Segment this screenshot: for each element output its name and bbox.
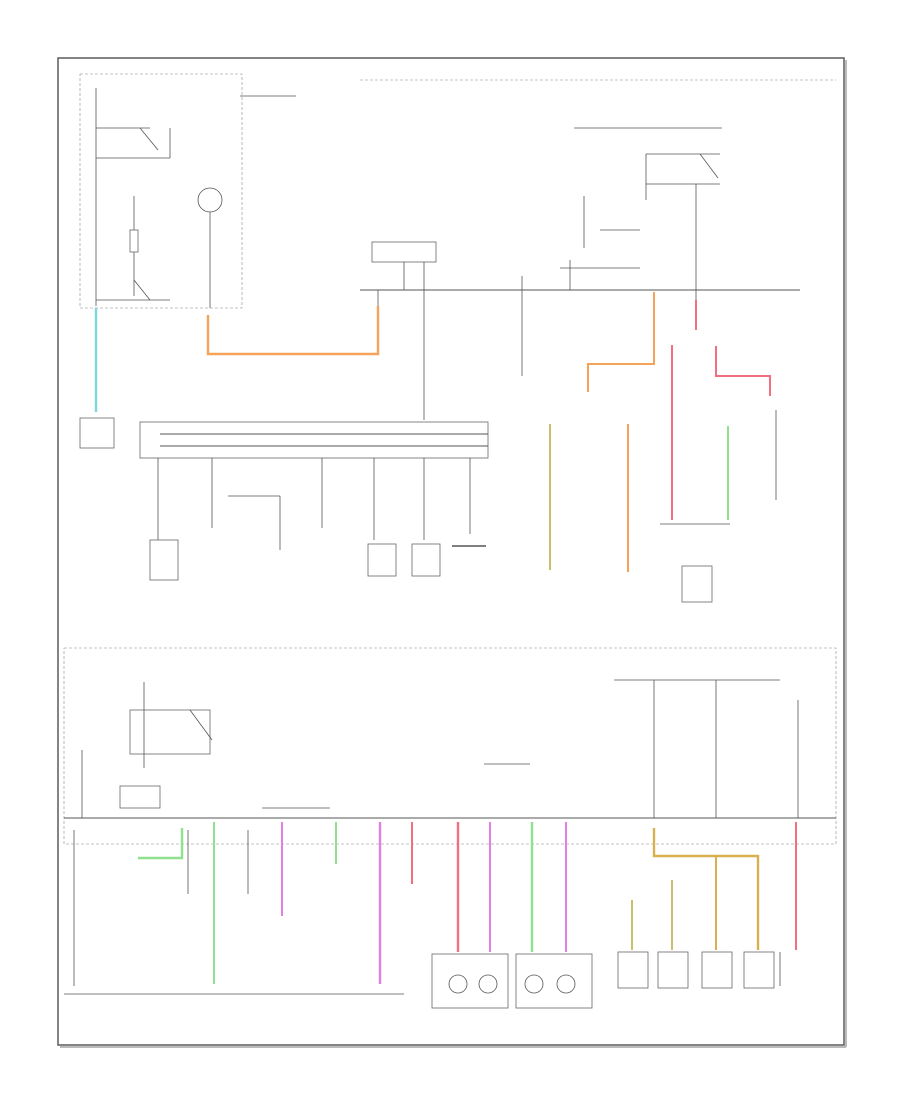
- left-headlight-box: [431, 953, 509, 1009]
- component-box-4: [617, 951, 649, 989]
- wire-red-3: [715, 346, 771, 396]
- battery-box: [79, 417, 115, 449]
- upper-right-relay: [574, 127, 722, 300]
- wire-tan-1: [652, 828, 760, 950]
- component-box-1: [149, 539, 179, 581]
- component-box-5: [657, 951, 689, 989]
- upper-left-module: [79, 73, 296, 309]
- lower-module: [63, 647, 837, 845]
- right-headlight-lamp-1: [524, 974, 544, 994]
- component-box-3: [411, 543, 441, 577]
- component-box-2: [367, 543, 397, 577]
- component-box-7: [743, 951, 775, 989]
- left-headlight-lamp-1: [448, 974, 468, 994]
- middle-bus: [139, 421, 489, 550]
- upper-bus: [360, 79, 836, 420]
- starter-box: [681, 565, 713, 603]
- wire-green-2: [138, 828, 184, 860]
- wire-orange-2: [587, 292, 655, 392]
- right-headlight-lamp-2: [556, 974, 576, 994]
- right-headlight-box: [515, 953, 593, 1009]
- wire-orange-1: [206, 306, 380, 356]
- component-box-6: [701, 951, 733, 989]
- left-headlight-lamp-2: [478, 974, 498, 994]
- diagram-frame: [57, 57, 845, 1046]
